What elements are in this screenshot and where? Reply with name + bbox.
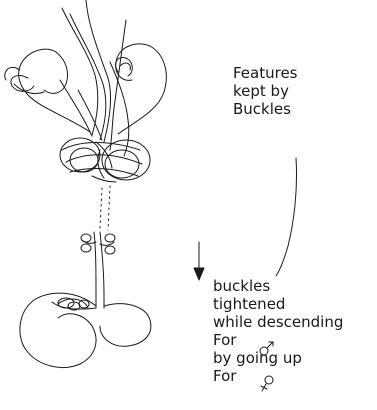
connector-line — [276, 158, 297, 276]
female-symbol-icon — [261, 376, 273, 391]
lower-loops — [20, 293, 151, 367]
caption-bottom-line2: tightened — [213, 296, 285, 313]
caption-bottom-line4: For — [213, 332, 236, 349]
lower-strands — [81, 232, 115, 308]
caption-top-line1: Features — [233, 65, 298, 82]
upper-knot — [60, 138, 150, 182]
upper-strands — [60, 0, 129, 156]
caption-bottom-line5: by going up — [213, 350, 302, 367]
caption-bottom-line1: buckles — [213, 278, 270, 295]
dotted-links — [100, 186, 110, 230]
upper-left-loop — [5, 49, 90, 132]
caption-top-line3: Buckles — [233, 101, 291, 118]
caption-bottom-line3: while descending — [213, 314, 343, 331]
down-arrow-icon — [194, 242, 204, 280]
caption-bottom-line6: For — [213, 368, 236, 385]
upper-right-loop — [116, 44, 167, 134]
caption-top-line2: kept by — [233, 83, 289, 100]
